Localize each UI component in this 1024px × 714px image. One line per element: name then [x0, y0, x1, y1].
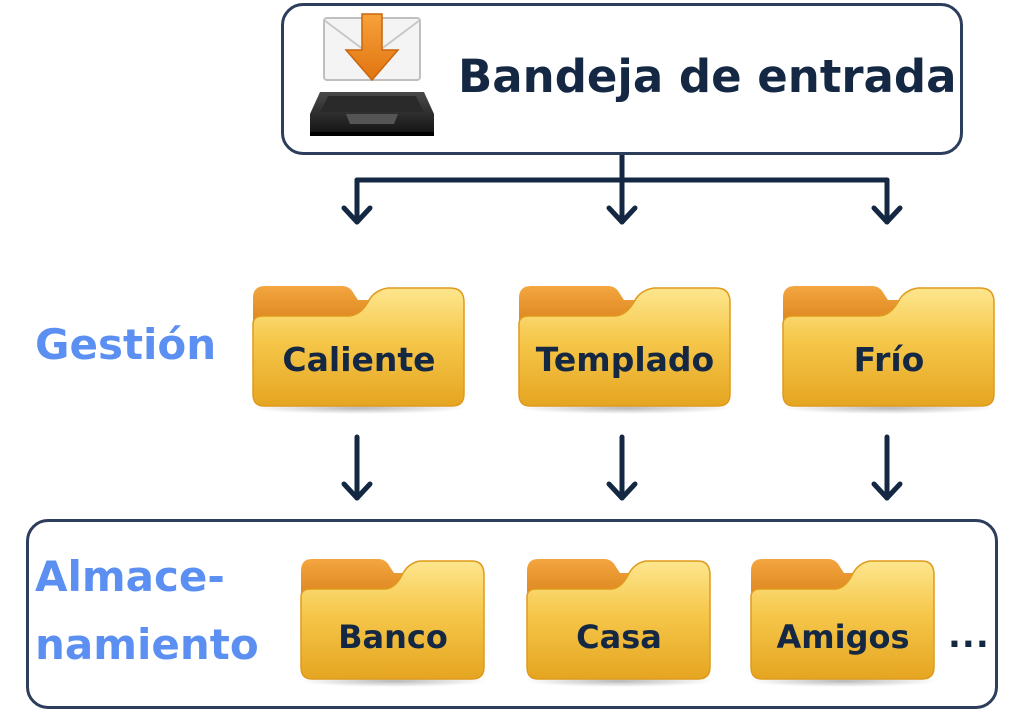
more-ellipsis: ...: [948, 616, 990, 656]
folder-label: Templado: [535, 340, 715, 379]
folder-label: Frío: [853, 340, 925, 379]
arrowhead-caliente: [341, 205, 373, 225]
folder-banco[interactable]: Banco: [298, 543, 488, 689]
folder-icon: [299, 559, 487, 687]
arrowhead-banco: [341, 481, 373, 501]
folder-amigos[interactable]: Amigos: [748, 543, 938, 689]
arrowhead-frio: [871, 205, 903, 225]
arrowhead-templado: [606, 205, 638, 225]
folder-label: Banco: [338, 618, 448, 656]
folder-icon: [781, 286, 997, 414]
folder-icon: [517, 286, 733, 414]
inbox-tray-download-icon: [306, 10, 438, 142]
management-label: Gestión: [35, 320, 217, 369]
folder-label: Amigos: [776, 618, 910, 656]
folder-icon: [251, 286, 467, 414]
inbox-title: Bandeja de entrada: [458, 50, 957, 103]
folder-templado[interactable]: Templado: [516, 268, 734, 416]
folder-frio[interactable]: Frío: [780, 268, 998, 416]
folder-label: Caliente: [282, 340, 436, 379]
folder-label: Casa: [576, 618, 662, 656]
arrowhead-casa: [606, 481, 638, 501]
storage-label-line2: namiento: [35, 620, 259, 669]
folder-caliente[interactable]: Caliente: [250, 268, 468, 416]
folder-icon: [525, 559, 713, 687]
folder-icon: [749, 559, 937, 687]
folder-casa[interactable]: Casa: [524, 543, 714, 689]
arrowhead-amigos: [871, 481, 903, 501]
storage-label-line1: Almace-: [35, 552, 225, 601]
